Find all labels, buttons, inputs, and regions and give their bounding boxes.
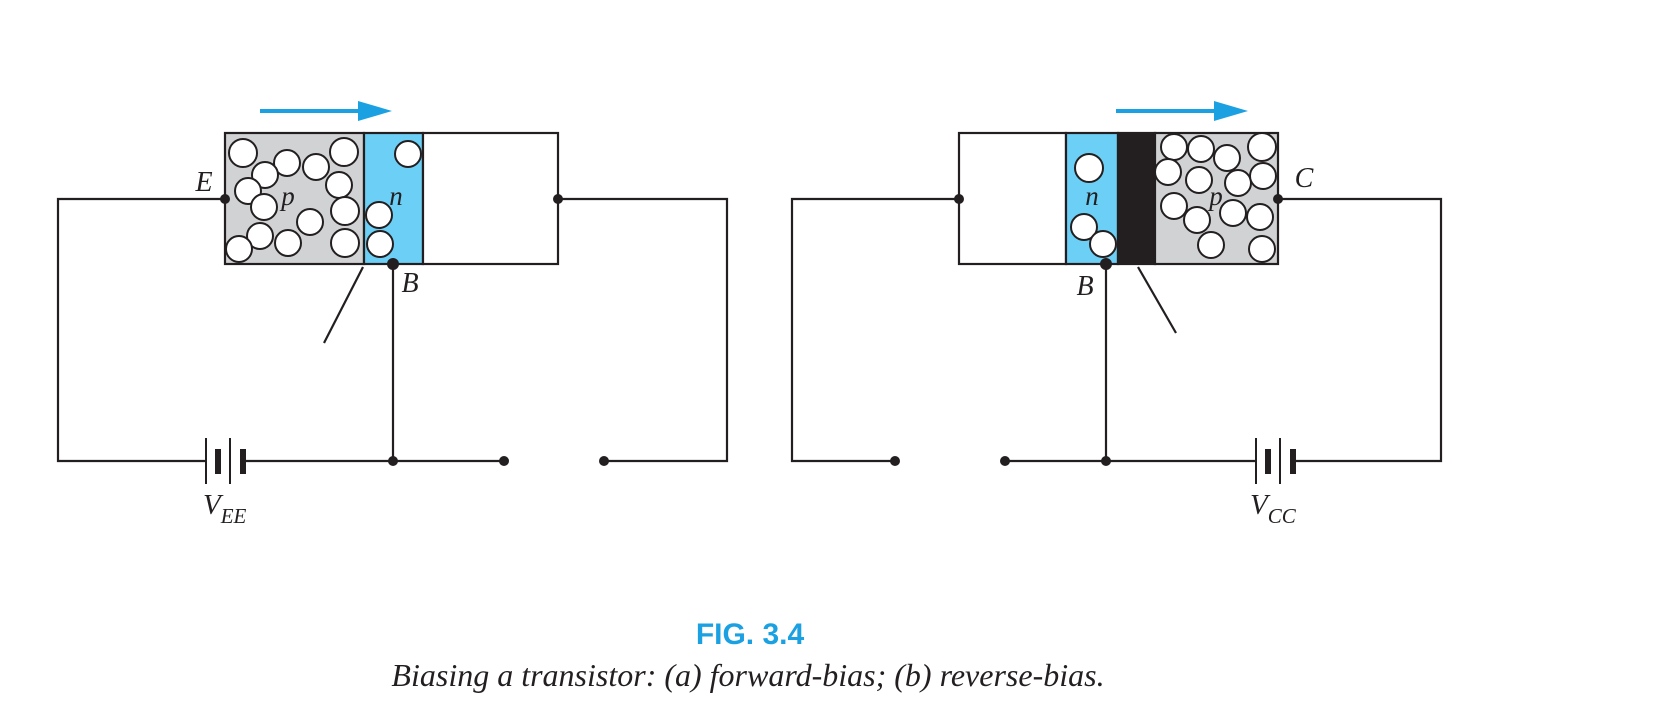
panel-b-depletion-region	[1116, 131, 1157, 266]
panel-a-terminal-dots	[220, 194, 609, 466]
panel-b-collector-label: C	[1295, 163, 1314, 194]
panel-a-n-label: n	[389, 181, 403, 211]
panel-a-p-label: p	[279, 181, 295, 211]
panel-b-battery-symbol	[1255, 438, 1296, 484]
panel-a-emitter-wire	[56, 197, 225, 463]
panel-a-collector-wire	[558, 197, 729, 463]
panel-a-emitter-label: E	[194, 167, 212, 198]
figure-number: FIG. 3.4	[696, 618, 805, 651]
panel-a-junction-pointer	[323, 266, 364, 344]
panel-b-emitter-wire	[790, 197, 959, 463]
panel-a-holes	[225, 137, 422, 263]
panel-b-terminal-dots	[890, 194, 1283, 466]
panel-a-empty-region	[421, 131, 560, 266]
panel-a-battery-label-sub: EE	[220, 504, 247, 528]
panel-a-base-label: B	[401, 268, 418, 299]
panel-b-battery-label: VCC	[1250, 489, 1297, 528]
panel-b-empty-region	[957, 131, 1068, 266]
panel-b-reverse-bias: n p C B VCC	[790, 101, 1443, 528]
panel-b-collector-wire	[1278, 197, 1443, 463]
panel-b-p-label: p	[1207, 181, 1223, 211]
panel-a-battery-label-main: V	[203, 489, 224, 521]
panel-b-holes	[1070, 132, 1277, 263]
figure-caption: Biasing a transistor: (a) forward-bias; …	[391, 657, 1104, 693]
panel-b-base-label: B	[1076, 271, 1093, 302]
panel-b-junction-pointer	[1137, 266, 1177, 334]
panel-b-n-label: n	[1085, 181, 1099, 211]
panel-a-forward-bias: p n E B VEE	[56, 101, 729, 528]
panel-a-flow-arrow	[260, 101, 392, 121]
panel-b-battery-label-main: V	[1250, 489, 1271, 521]
panel-b-battery-label-sub: CC	[1268, 504, 1297, 528]
panel-b-flow-arrow	[1116, 101, 1248, 121]
panel-a-battery-symbol	[205, 438, 246, 484]
panel-a-battery-label: VEE	[203, 489, 247, 528]
